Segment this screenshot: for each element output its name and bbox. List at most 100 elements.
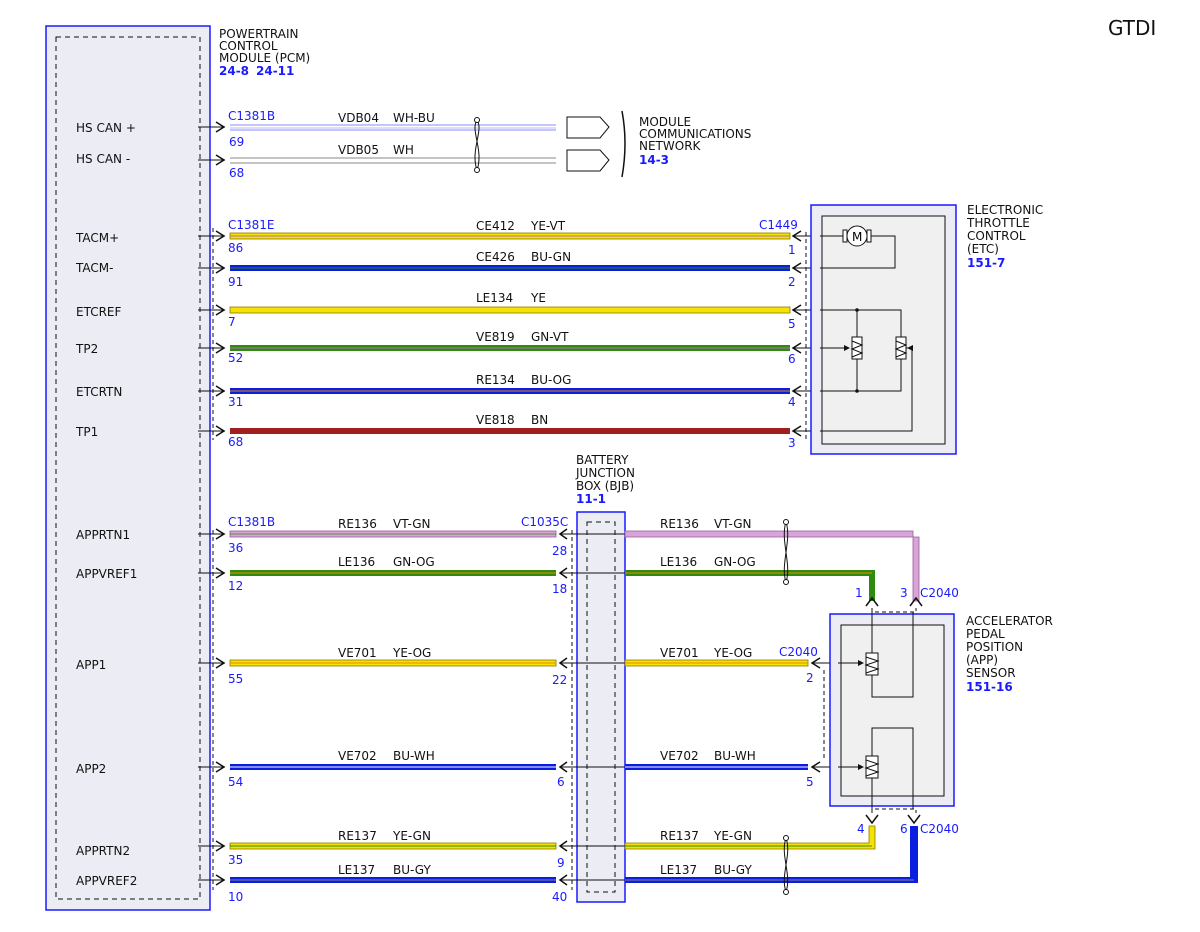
conn-c2040-bottom: C2040 (920, 822, 959, 836)
pin-52: 52 (228, 351, 243, 365)
potentiometer-icon (851, 336, 863, 360)
wire-vdb05-circuit: VDB05 (338, 143, 379, 157)
etc-name-3: CONTROL (967, 229, 1026, 243)
pin-bjb-40: 40 (552, 890, 567, 904)
sig-appvref1: APPVREF1 (76, 567, 137, 581)
wire-re137-l-color: YE-GN (392, 829, 431, 843)
pin-68-can: 68 (229, 166, 244, 180)
wire-ce412-color: YE-VT (530, 219, 566, 233)
app-name-4: (APP) (966, 653, 998, 667)
pin-bjb-18: 18 (552, 582, 567, 596)
app-sensor-module: ACCELERATOR PEDAL POSITION (APP) SENSOR … (829, 612, 1053, 809)
page-title: GTDI (1108, 16, 1156, 40)
wire-ve702-r-circuit: VE702 (660, 749, 699, 763)
wire-le137-l-circuit: LE137 (338, 863, 375, 877)
etc-ref[interactable]: 151-7 (967, 256, 1005, 270)
bjb-module: BATTERY JUNCTION BOX (BJB) 11-1 (560, 453, 635, 903)
wire-ce426-circuit: CE426 (476, 250, 515, 264)
sig-appvref2: APPVREF2 (76, 874, 137, 888)
wire-ve819-color: GN-VT (531, 330, 569, 344)
wire-le136-l-circuit: LE136 (338, 555, 375, 569)
app-name-1: ACCELERATOR (966, 614, 1053, 628)
etc-name-1: ELECTRONIC (967, 203, 1043, 217)
mcn-name-3: NETWORK (639, 139, 702, 153)
pin-12: 12 (228, 579, 243, 593)
pin-etc-3: 3 (788, 436, 796, 450)
hs-can-wires: C1381B 69 VDB04 WH-BU 68 VDB05 WH MODULE… (198, 109, 751, 180)
etc-module: M ELECTRONIC THROTTLE CONTROL (ETC) 151-… (810, 203, 1043, 455)
wire-ve818-color: BN (531, 413, 548, 427)
bjb-ref[interactable]: 11-1 (576, 492, 606, 506)
mcn-ref[interactable]: 14-3 (639, 153, 669, 167)
etc-name-4: (ETC) (967, 242, 999, 256)
pin-c2040-3: 3 (900, 586, 908, 600)
pin-35: 35 (228, 853, 243, 867)
sig-app1: APP1 (76, 658, 106, 672)
pin-c2040-2: 2 (806, 671, 814, 685)
sig-tacm-plus: TACM+ (75, 231, 119, 245)
wire-re137-r-circuit: RE137 (660, 829, 699, 843)
pin-68-tp1: 68 (228, 435, 243, 449)
app-name-2: PEDAL (966, 627, 1005, 641)
wire-le137-l-color: BU-GY (393, 863, 431, 877)
wire-ve701-r-circuit: VE701 (660, 646, 699, 660)
wire-ve701-l-circuit: VE701 (338, 646, 377, 660)
pcm-ref-1[interactable]: 24-8 (219, 64, 249, 78)
conn-c1381e: C1381E (228, 218, 275, 232)
pin-c2040-1: 1 (855, 586, 863, 600)
wire-ve818-circuit: VE818 (476, 413, 515, 427)
wire-re134-circuit: RE134 (476, 373, 515, 387)
sig-tacm-minus: TACM- (75, 261, 113, 275)
pin-86: 86 (228, 241, 243, 255)
sig-hs-can-minus: HS CAN - (76, 152, 130, 166)
wire-ve819-circuit: VE819 (476, 330, 515, 344)
bjb-name-3: BOX (BJB) (576, 479, 634, 493)
app-name-5: SENSOR (966, 666, 1016, 680)
pin-7: 7 (228, 315, 236, 329)
pin-bjb-28: 28 (552, 544, 567, 558)
app-wires-right: RE136 VT-GN LE136 GN-OG 1 3 C2040 VE701 … (624, 517, 959, 895)
pin-etc-4: 4 (788, 395, 796, 409)
app-name-3: POSITION (966, 640, 1023, 654)
pin-bjb-22: 22 (552, 673, 567, 687)
wire-le134-circuit: LE134 (476, 291, 513, 305)
pcm-name-1: POWERTRAIN (219, 27, 299, 41)
wire-vdb05-color: WH (393, 143, 414, 157)
pin-c2040-4: 4 (857, 822, 865, 836)
bjb-name-2: JUNCTION (575, 466, 635, 480)
wire-re136-l-color: VT-GN (393, 517, 430, 531)
pcm-name-2: CONTROL (219, 39, 278, 53)
wire-le136-l-color: GN-OG (393, 555, 435, 569)
app-ref[interactable]: 151-16 (966, 680, 1013, 694)
wire-ve702-l-circuit: VE702 (338, 749, 377, 763)
wire-re134-color: BU-OG (531, 373, 571, 387)
sig-apprtn1: APPRTN1 (76, 528, 130, 542)
pcm-module: POWERTRAIN CONTROL MODULE (PCM) 24-8 24-… (45, 25, 310, 911)
pin-etc-5: 5 (788, 317, 796, 331)
conn-c2040-mid: C2040 (779, 645, 818, 659)
wire-ce412-circuit: CE412 (476, 219, 515, 233)
etc-wires: C1381E C1449 86 1 CE412 YE-VT 91 2 CE426… (198, 218, 820, 450)
wire-ce426-color: BU-GN (531, 250, 571, 264)
mcn-name-1: MODULE (639, 115, 691, 129)
pin-31: 31 (228, 395, 243, 409)
conn-c1449: C1449 (759, 218, 798, 232)
wire-vdb04-circuit: VDB04 (338, 111, 379, 125)
pin-54: 54 (228, 775, 243, 789)
pin-etc-2: 2 (788, 275, 796, 289)
pin-etc-1: 1 (788, 243, 796, 257)
pin-bjb-6: 6 (557, 775, 565, 789)
conn-c1035c: C1035C (521, 515, 568, 529)
wire-re137-r-color: YE-GN (713, 829, 752, 843)
pin-91: 91 (228, 275, 243, 289)
sig-tp2: TP2 (75, 342, 98, 356)
pin-10: 10 (228, 890, 243, 904)
wire-ve701-r-color: YE-OG (713, 646, 752, 660)
pcm-ref-2[interactable]: 24-11 (256, 64, 294, 78)
pin-bjb-9: 9 (557, 856, 565, 870)
conn-c2040-top: C2040 (920, 586, 959, 600)
sig-etcrtn: ETCRTN (76, 385, 122, 399)
pin-69: 69 (229, 135, 244, 149)
wire-re136-r-color: VT-GN (714, 517, 751, 531)
